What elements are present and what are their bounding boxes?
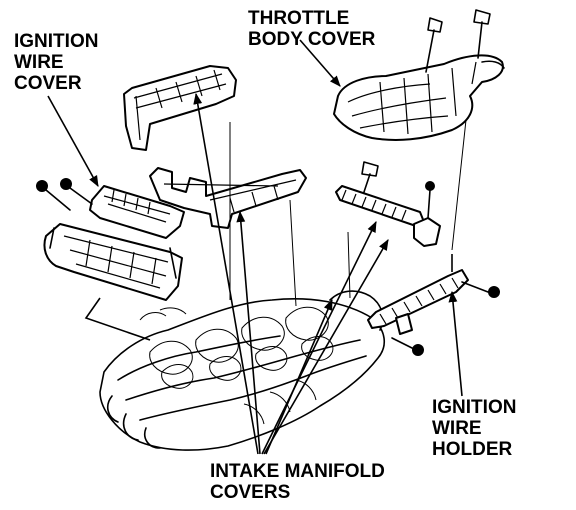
- throttle-body-cover-label-line-2: BODY COVER: [248, 29, 376, 50]
- ignition-wire-holder: [367, 269, 500, 356]
- bolt-throttle-2: [473, 9, 491, 59]
- ignition-wire-cover-label-line-1: IGNITION: [14, 31, 99, 52]
- ignition-wire-cover-label-line-2: WIRE: [14, 52, 64, 73]
- ignition-wire-holder-label: IGNITION WIRE HOLDER: [432, 397, 516, 460]
- ignition-wire-cover-label: IGNITION WIRE COVER: [14, 31, 98, 94]
- throttle-body-cover-label: THROTTLE BODY COVER: [248, 8, 375, 50]
- bolt-left-2: [60, 178, 93, 205]
- leader-lines: [47, 39, 467, 455]
- bolt-left-1: [36, 180, 71, 211]
- bolt-center: [361, 161, 379, 193]
- engine-block: [99, 290, 385, 451]
- intake-manifold-covers-label: INTAKE MANIFOLD COVERS: [210, 461, 385, 503]
- intake-manifold-cover-2: [149, 167, 307, 229]
- ignition-wire-holder-label-line-2: WIRE: [432, 418, 482, 439]
- ignition-wire-cover: [43, 185, 185, 301]
- intake-manifold-cover-1: [123, 65, 237, 151]
- throttle-body-cover-label-line-1: THROTTLE: [248, 8, 350, 29]
- throttle-body-cover: [333, 54, 505, 141]
- ignition-wire-holder-upper: [335, 181, 441, 247]
- ignition-wire-cover-label-line-3: COVER: [14, 73, 82, 94]
- bolt-throttle-1: [425, 17, 443, 73]
- intake-manifold-covers-label-line-1: INTAKE MANIFOLD: [210, 461, 385, 482]
- ignition-wire-holder-label-line-3: HOLDER: [432, 439, 513, 460]
- intake-manifold-covers-label-line-2: COVERS: [210, 482, 291, 503]
- ignition-wire-holder-label-line-1: IGNITION: [432, 397, 517, 418]
